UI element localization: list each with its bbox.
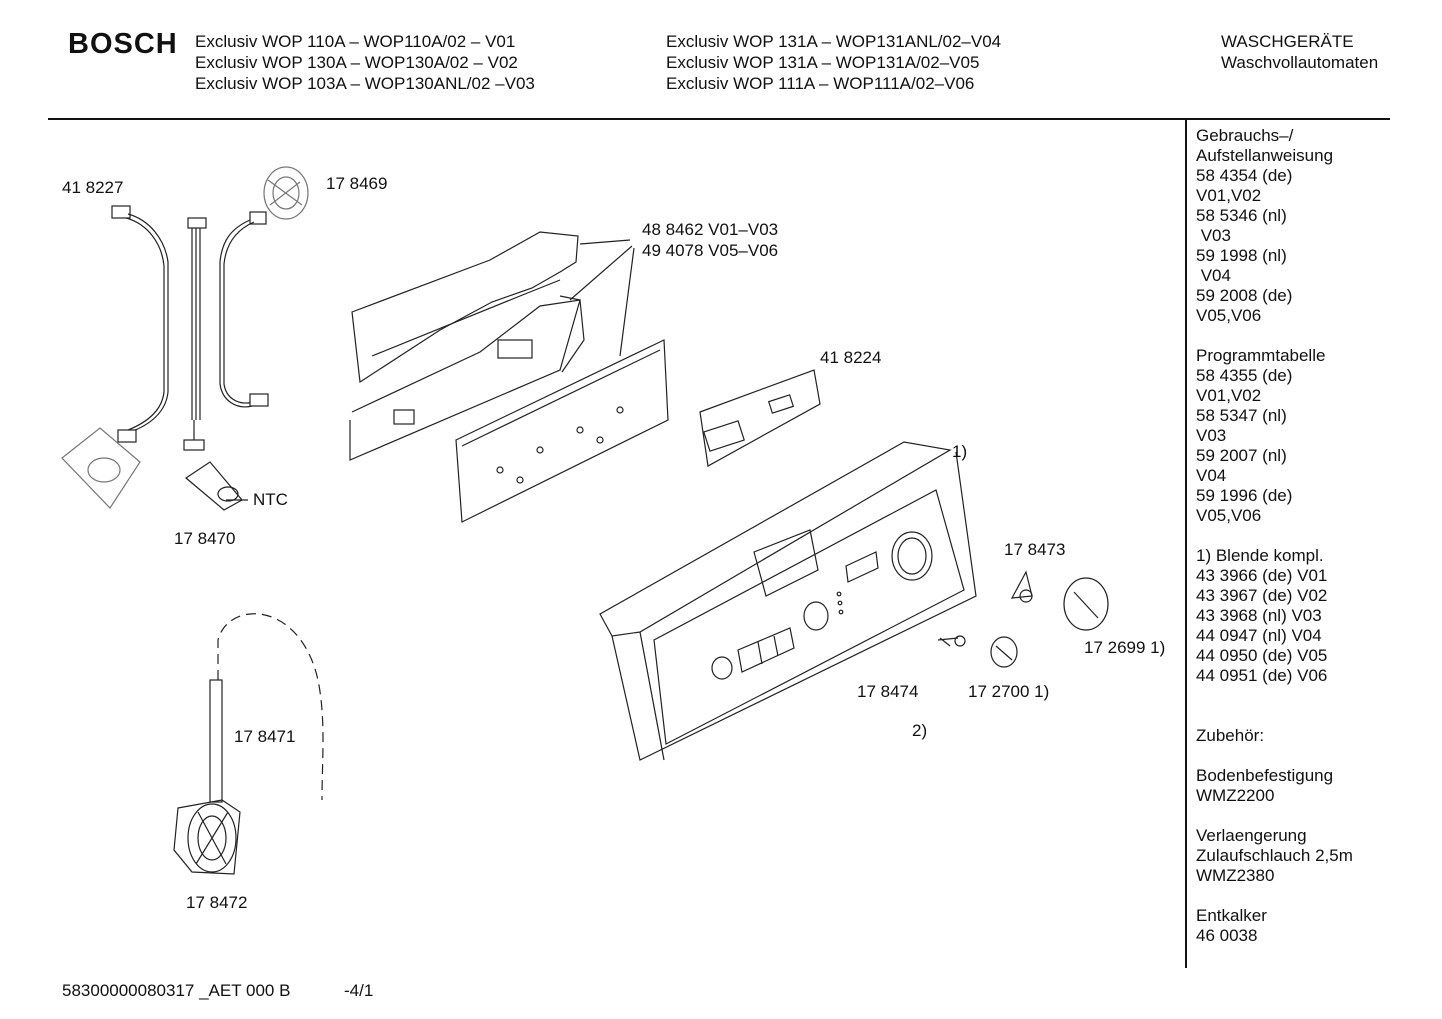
sidebar-line: Verlaengerung bbox=[1196, 826, 1307, 845]
pressure-switch-178471 bbox=[173, 679, 241, 875]
part-number-label: 17 8471 bbox=[234, 727, 296, 746]
ntc-label: NTC bbox=[253, 490, 288, 509]
sidebar-line: V01,V02 bbox=[1196, 386, 1262, 405]
sidebar-line: Programmtabelle bbox=[1196, 346, 1326, 365]
front-panel-fascia bbox=[599, 441, 977, 761]
sidebar-line: WMZ2200 bbox=[1196, 786, 1275, 805]
extension-block: Verlaengerung Zulaufschlauch 2,5m WMZ238… bbox=[1196, 826, 1436, 886]
model-list-right: Exclusiv WOP 131A – WOP131ANL/02–V04 Exc… bbox=[666, 31, 1001, 94]
model-line: Exclusiv WOP 103A – WOP130ANL/02 –V03 bbox=[195, 74, 535, 93]
display-board-418224 bbox=[699, 369, 821, 467]
ntc-sensor bbox=[185, 461, 248, 511]
sidebar-line: V01,V02 bbox=[1196, 186, 1262, 205]
sidebar-line: 1) Blende kompl. bbox=[1196, 546, 1324, 565]
sidebar-line: V03 bbox=[1196, 226, 1231, 245]
model-line: Exclusiv WOP 111A – WOP111A/02–V06 bbox=[666, 74, 975, 93]
control-housing-488462 bbox=[349, 231, 585, 461]
sensor-part-bottom bbox=[61, 427, 141, 509]
sidebar-line: 44 0951 (de) V06 bbox=[1196, 666, 1328, 685]
model-list-left: Exclusiv WOP 110A – WOP110A/02 – V01 Exc… bbox=[195, 31, 535, 94]
sidebar-line: Aufstellanweisung bbox=[1196, 146, 1334, 165]
fascia-block: 1) Blende kompl. 43 3966 (de) V01 43 396… bbox=[1196, 546, 1436, 686]
part-number-label: 17 8469 bbox=[326, 174, 388, 193]
category-line: Waschvollautomaten bbox=[1221, 53, 1379, 72]
wire-harness-178469 bbox=[219, 211, 269, 408]
sidebar-line: V04 bbox=[1196, 466, 1227, 485]
sidebar-line: 43 3967 (de) V02 bbox=[1196, 586, 1328, 605]
part-178474 bbox=[937, 635, 966, 647]
documentation-sidebar: Gebrauchs–/ Aufstellanweisung 58 4354 (d… bbox=[1196, 126, 1436, 966]
part-number-label: 41 8224 bbox=[820, 348, 882, 367]
sidebar-line: 58 4355 (de) bbox=[1196, 366, 1293, 385]
sidebar-line: 59 2007 (nl) bbox=[1196, 446, 1287, 465]
part-178473 bbox=[1010, 570, 1033, 603]
floor-mount-block: Bodenbefestigung WMZ2200 bbox=[1196, 766, 1436, 806]
category: WASCHGERÄTE Waschvollautomaten bbox=[1221, 31, 1378, 73]
descaler-block: Entkalker 46 0038 bbox=[1196, 906, 1436, 946]
part-number-label: 48 8462 V01–V03 bbox=[642, 220, 779, 239]
page-number: -4/1 bbox=[344, 981, 374, 1000]
sidebar-line: V04 bbox=[1196, 266, 1231, 285]
part-number-label: 17 8473 bbox=[1004, 540, 1066, 559]
sidebar-line: 43 3966 (de) V01 bbox=[1196, 566, 1328, 585]
bosch-logo: BOSCH bbox=[68, 28, 178, 60]
sidebar-line: V05,V06 bbox=[1196, 306, 1262, 325]
footnote-marker: 2) bbox=[912, 721, 928, 740]
program-table-block: Programmtabelle 58 4355 (de) V01,V02 58 … bbox=[1196, 346, 1436, 526]
part-number-label: 17 8472 bbox=[186, 893, 248, 912]
header-divider bbox=[48, 118, 1390, 120]
sidebar-line: 59 1998 (nl) bbox=[1196, 246, 1287, 265]
model-line: Exclusiv WOP 110A – WOP110A/02 – V01 bbox=[195, 32, 516, 51]
part-number-label: 49 4078 V05–V06 bbox=[642, 241, 779, 260]
sidebar-line: V03 bbox=[1196, 426, 1227, 445]
circuit-board bbox=[455, 339, 669, 523]
sidebar-line: 58 5347 (nl) bbox=[1196, 406, 1287, 425]
wire-harness-418227 bbox=[111, 205, 169, 443]
sidebar-line: 58 4354 (de) bbox=[1196, 166, 1293, 185]
sidebar-line: Entkalker bbox=[1196, 906, 1267, 925]
model-line: Exclusiv WOP 131A – WOP131A/02–V05 bbox=[666, 53, 980, 72]
wire-harness-middle bbox=[183, 217, 207, 451]
part-number-label: 17 2699 1) bbox=[1084, 638, 1166, 657]
sidebar-line: 58 5346 (nl) bbox=[1196, 206, 1287, 225]
pressure-hose bbox=[217, 613, 324, 801]
part-number-label: 17 2700 1) bbox=[968, 682, 1050, 701]
sidebar-line: 44 0947 (nl) V04 bbox=[1196, 626, 1322, 645]
model-line: Exclusiv WOP 131A – WOP131ANL/02–V04 bbox=[666, 32, 1002, 51]
sensor-part-top bbox=[263, 166, 309, 220]
sidebar-line: 43 3968 (nl) V03 bbox=[1196, 606, 1322, 625]
sidebar-line: WMZ2380 bbox=[1196, 866, 1275, 885]
sidebar-divider bbox=[1185, 120, 1187, 968]
sidebar-line: V05,V06 bbox=[1196, 506, 1262, 525]
sidebar-line: Bodenbefestigung bbox=[1196, 766, 1334, 785]
accessories-heading: Zubehör: bbox=[1196, 726, 1436, 746]
document-code: 58300000080317 _AET 000 B bbox=[62, 981, 291, 1000]
category-line: WASCHGERÄTE bbox=[1221, 32, 1354, 51]
footnote-marker: 1) bbox=[952, 442, 968, 461]
model-line: Exclusiv WOP 130A – WOP130A/02 – V02 bbox=[195, 53, 518, 72]
knob-172700 bbox=[990, 636, 1018, 668]
usage-manual-block: Gebrauchs–/ Aufstellanweisung 58 4354 (d… bbox=[1196, 126, 1436, 326]
part-number-label: 41 8227 bbox=[62, 178, 124, 197]
sidebar-line: 59 1996 (de) bbox=[1196, 486, 1293, 505]
sidebar-line: 44 0950 (de) V05 bbox=[1196, 646, 1328, 665]
sidebar-line: Zulaufschlauch 2,5m bbox=[1196, 846, 1353, 865]
sidebar-line: 59 2008 (de) bbox=[1196, 286, 1293, 305]
sidebar-line: Zubehör: bbox=[1196, 726, 1265, 745]
sidebar-line: 46 0038 bbox=[1196, 926, 1258, 945]
part-number-label: 17 8474 bbox=[857, 682, 919, 701]
knob-172699 bbox=[1063, 577, 1109, 631]
sidebar-line: Gebrauchs–/ bbox=[1196, 126, 1294, 145]
part-number-label: 17 8470 bbox=[174, 529, 236, 548]
